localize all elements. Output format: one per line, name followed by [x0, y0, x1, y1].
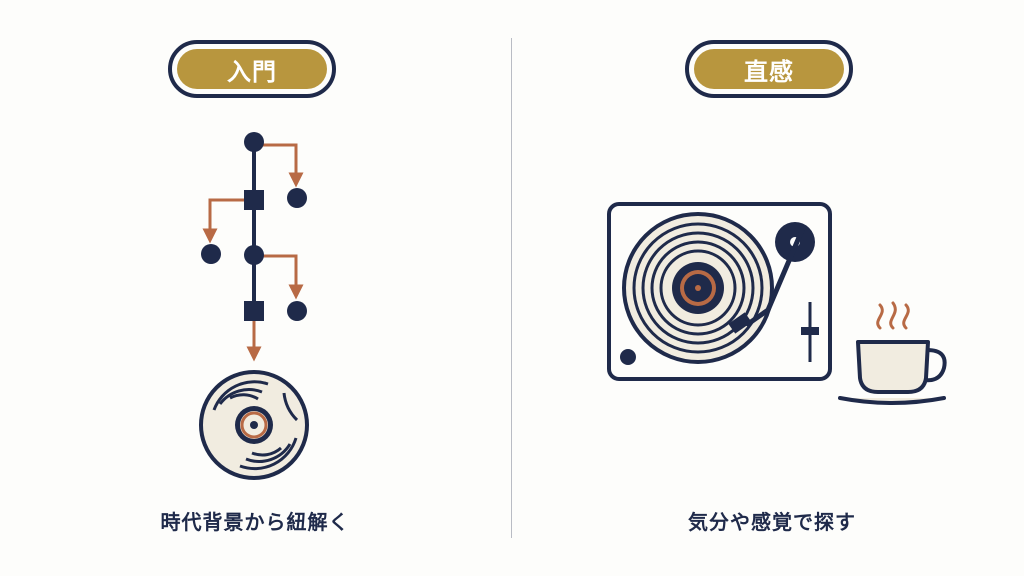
tree-node: [201, 244, 221, 264]
tree-node: [244, 132, 264, 152]
badge-intuition-label: 直感: [694, 49, 844, 89]
tree-node: [287, 188, 307, 208]
pitch-slider-knob: [801, 327, 819, 335]
tree-node-square: [244, 301, 264, 321]
tree-node: [244, 245, 264, 265]
branch-arrow-1: [258, 143, 304, 188]
branch-arrow-3: [258, 254, 304, 300]
tree-node-square: [244, 190, 264, 210]
turntable-icon: [607, 202, 832, 381]
tonearm: [745, 225, 806, 327]
center-divider: [511, 38, 512, 538]
coffee-cup-icon: [838, 301, 947, 405]
power-button: [620, 349, 636, 365]
tree-node: [287, 301, 307, 321]
branch-arrow-2: [202, 198, 250, 244]
badge-intuition: 直感: [685, 40, 853, 98]
badge-intro-label: 入門: [177, 49, 327, 89]
badge-intro: 入門: [168, 40, 336, 98]
caption-intro: 時代背景から紐解く: [160, 510, 350, 534]
timeline-tree-icon: [201, 132, 307, 362]
tonearm-head: [728, 312, 752, 334]
vinyl-record-icon: [199, 370, 309, 480]
caption-intuition: 気分や感覚で探す: [688, 510, 856, 534]
